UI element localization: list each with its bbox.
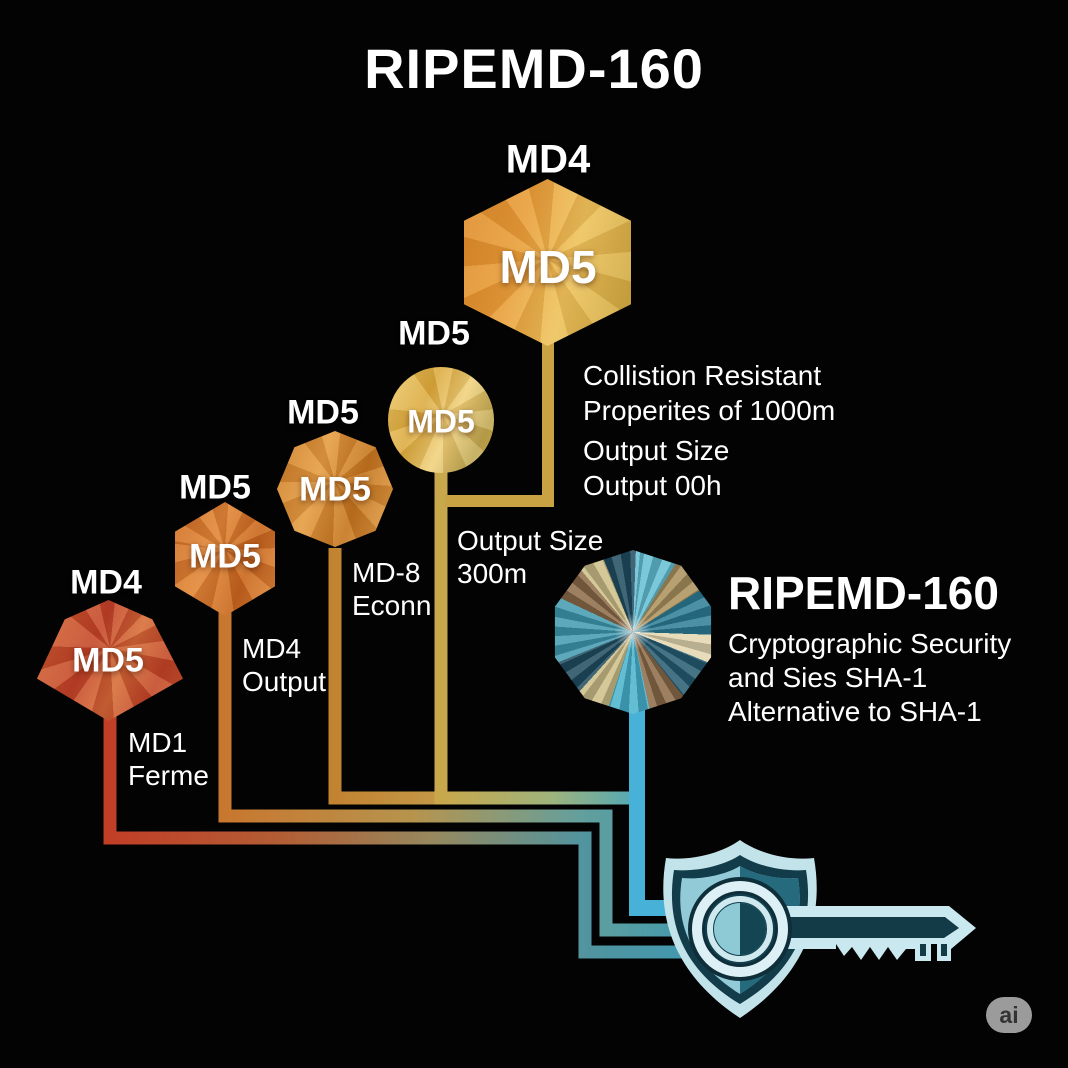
key-bow-emblem-icon <box>688 877 792 981</box>
gem4-label: MD5 <box>407 403 475 440</box>
gem5-note-line2: Properites of 1000m <box>583 395 836 426</box>
connector-gem4 <box>434 468 640 805</box>
gem-md5-amber-icon <box>277 431 393 547</box>
gem4-top-label: MD5 <box>398 314 470 353</box>
gem4-note: Output Size 300m <box>457 524 603 590</box>
gem3-note: MD-8 Econn <box>352 556 431 622</box>
gem5-label: MD5 <box>499 241 597 293</box>
gem3-top-label: MD5 <box>287 393 359 432</box>
gem5-note: Collistion Resistant Properites of 1000m… <box>583 358 835 503</box>
gem5-note-line1: Collistion Resistant <box>583 360 822 391</box>
gem2-top-label: MD5 <box>179 468 251 507</box>
gem3-label: MD5 <box>299 470 371 509</box>
gem-ripemd160-icon <box>554 550 712 714</box>
connector-gem5 <box>445 342 554 507</box>
connector-gem2 <box>218 612 700 937</box>
gem1-top-label: MD4 <box>70 563 142 602</box>
page-title: RIPEMD-160 <box>364 37 704 100</box>
gem2-note-line1: MD4 <box>242 633 302 664</box>
gem3-note-line2: Econn <box>352 590 432 621</box>
result-heading: RIPEMD-160 <box>728 567 999 619</box>
gem2-note: MD4 Output <box>242 632 326 698</box>
key-icon <box>778 906 976 961</box>
gem4-note-line2: 300m <box>457 558 528 589</box>
gem2-note-line2: Output <box>242 666 327 697</box>
gem1-note: MD1 Ferme <box>128 726 209 792</box>
connector-gem1 <box>103 714 700 959</box>
connector-gem3 <box>328 548 447 805</box>
gem4-note-line1: Output Size <box>457 525 604 556</box>
result-line3: Alternative to SHA-1 <box>728 696 982 727</box>
gem1-label: MD5 <box>72 641 144 680</box>
result-line1: Cryptographic Security <box>728 628 1012 659</box>
gem-md5-gold-icon <box>388 367 494 473</box>
result-line2: and Sies SHA-1 <box>728 662 928 693</box>
ai-watermark-badge: ai <box>986 997 1032 1033</box>
gem3-note-line1: MD-8 <box>352 557 421 588</box>
gem5-top-label: MD4 <box>505 137 591 182</box>
result-description: Cryptographic Security and Sies SHA-1 Al… <box>728 627 1011 729</box>
gem5-note-line4: Output 00h <box>583 470 722 501</box>
gem2-label: MD5 <box>189 537 261 576</box>
gem1-note-line2: Ferme <box>128 760 209 791</box>
gem5-note-line3: Output Size <box>583 435 730 466</box>
gem1-note-line1: MD1 <box>128 727 188 758</box>
